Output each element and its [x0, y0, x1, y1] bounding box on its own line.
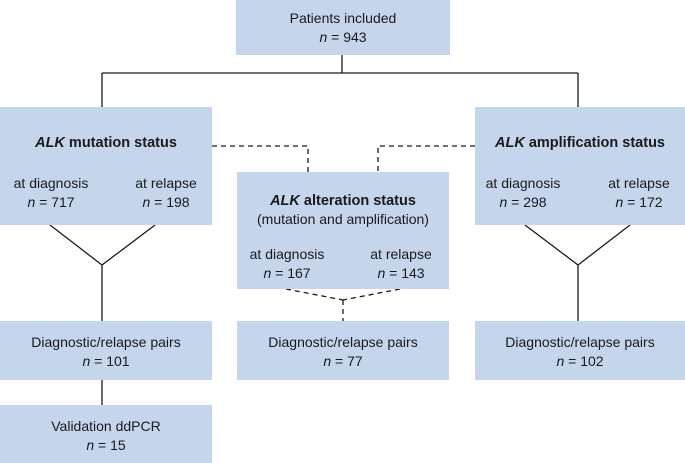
mutation-status-box: ALK mutation status at diagnosis n = 717…	[0, 107, 212, 225]
amplification-diagnosis: at diagnosis n = 298	[485, 175, 561, 210]
mutation-diagnosis: at diagnosis n = 717	[13, 175, 89, 210]
patients-included-title: Patients included	[289, 10, 397, 26]
pairs-mid-box: Diagnostic/relapse pairs n = 77	[237, 321, 449, 380]
amplification-status-title: ALK amplification status	[494, 135, 665, 151]
mutation-relapse: at relapse n = 198	[135, 175, 197, 210]
pairs-right-count: n = 102	[556, 353, 604, 369]
dashed-connector-right	[377, 145, 475, 172]
patients-included-box: Patients included n = 943	[236, 0, 450, 55]
amplification-status-box: ALK amplification status at diagnosis n …	[475, 107, 685, 225]
alteration-status-box: ALK alteration status (mutation and ampl…	[237, 172, 449, 289]
mutation-status-title: ALK mutation status	[35, 135, 177, 151]
connector-left-y-a	[49, 224, 103, 266]
validation-title: Validation ddPCR	[51, 418, 161, 434]
dashed-connector-left	[212, 145, 309, 172]
pairs-mid-title: Diagnostic/relapse pairs	[268, 334, 418, 350]
connector-right-y-a	[524, 224, 579, 266]
amplification-relapse: at relapse n = 172	[608, 175, 670, 210]
pairs-mid-count: n = 77	[323, 353, 363, 369]
validation-count: n = 15	[86, 437, 126, 453]
alteration-status-subtitle: (mutation and amplification)	[257, 211, 429, 227]
dashed-y-b	[342, 288, 401, 301]
alteration-relapse: at relapse n = 143	[370, 246, 432, 281]
pairs-left-count: n = 101	[82, 353, 130, 369]
pairs-left-title: Diagnostic/relapse pairs	[31, 334, 181, 350]
patients-included-count: n = 943	[319, 29, 367, 45]
pairs-right-title: Diagnostic/relapse pairs	[505, 334, 655, 350]
dashed-y-a	[285, 288, 344, 301]
alteration-diagnosis: at diagnosis n = 167	[249, 246, 325, 281]
pairs-right-box: Diagnostic/relapse pairs n = 102	[475, 321, 685, 380]
alteration-status-title: ALK alteration status	[270, 193, 416, 209]
validation-box: Validation ddPCR n = 15	[0, 405, 212, 463]
connector-left-y-b	[101, 224, 156, 266]
connector-right-y-b	[577, 224, 631, 266]
pairs-left-box: Diagnostic/relapse pairs n = 101	[0, 321, 212, 380]
